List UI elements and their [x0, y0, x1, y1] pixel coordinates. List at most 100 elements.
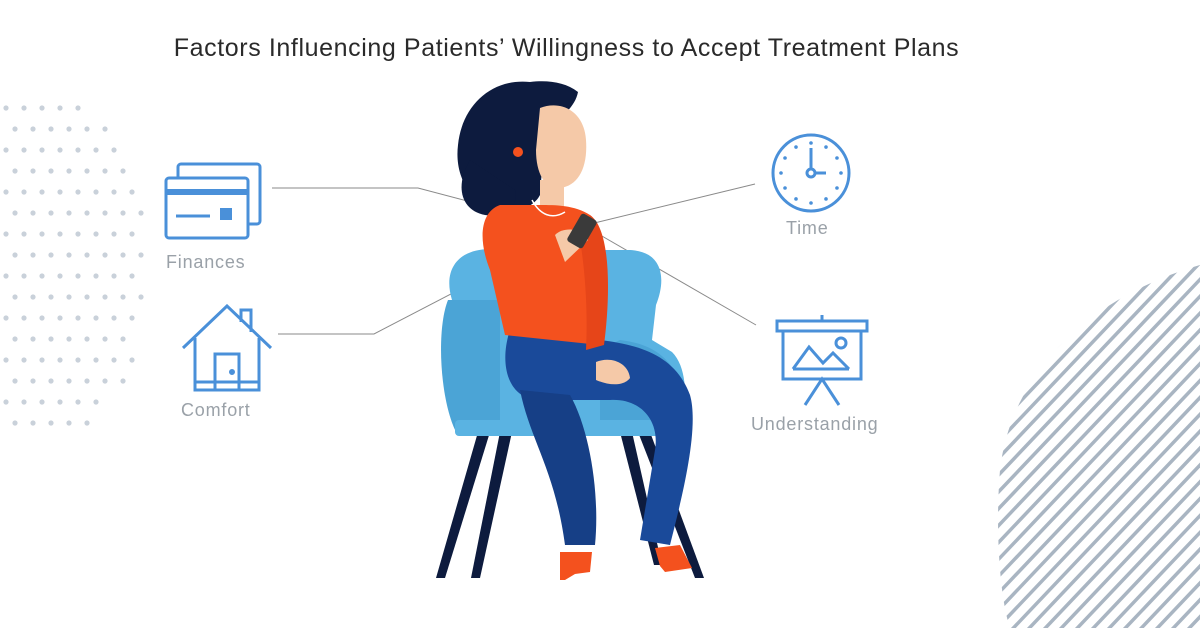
- pattern-dot: [75, 315, 81, 321]
- pattern-stripe: [998, 265, 1182, 628]
- pattern-dot: [102, 294, 108, 300]
- pattern-dot: [93, 189, 99, 195]
- leader-line-time: [581, 183, 756, 227]
- pattern-dot: [93, 357, 99, 363]
- page-title: Factors Influencing Patients’ Willingnes…: [173, 34, 960, 62]
- pattern-dot: [84, 378, 90, 384]
- pattern-dot: [75, 189, 81, 195]
- pattern-dot: [129, 189, 135, 195]
- pattern-stripe: [1000, 265, 1200, 628]
- pattern-dot: [84, 336, 90, 342]
- pattern-stripe: [998, 265, 1102, 628]
- pattern-dot: [120, 294, 126, 300]
- pattern-dot: [30, 420, 36, 426]
- pattern-stripe: [1048, 265, 1200, 628]
- pattern-dot: [3, 105, 9, 111]
- pattern-stripe: [998, 265, 1198, 628]
- pattern-dot: [30, 252, 36, 258]
- pattern-dot: [138, 210, 144, 216]
- pattern-dot: [48, 294, 54, 300]
- pattern-dot: [111, 231, 117, 237]
- pattern-stripe: [998, 265, 1200, 628]
- pattern-dot: [3, 147, 9, 153]
- label-comfort: Comfort: [181, 400, 251, 420]
- pattern-dot: [12, 294, 18, 300]
- pattern-dot: [30, 336, 36, 342]
- pattern-dot: [57, 273, 63, 279]
- pattern-dot: [12, 378, 18, 384]
- clock-tick: [779, 171, 783, 175]
- pattern-stripe: [998, 265, 1200, 628]
- dot-pattern: [3, 105, 144, 426]
- pattern-dot: [66, 294, 72, 300]
- pattern-dot: [12, 420, 18, 426]
- pattern-dot: [39, 315, 45, 321]
- clock-tick: [783, 156, 787, 160]
- pattern-dot: [3, 399, 9, 405]
- clock-tick: [809, 201, 813, 205]
- pattern-dot: [3, 189, 9, 195]
- clock-tick: [839, 171, 843, 175]
- pattern-dot: [75, 399, 81, 405]
- pattern-dot: [57, 231, 63, 237]
- pattern-dot: [93, 231, 99, 237]
- pattern-dot: [102, 210, 108, 216]
- pattern-dot: [111, 147, 117, 153]
- pattern-dot: [93, 399, 99, 405]
- clock-tick: [794, 145, 798, 149]
- pattern-dot: [66, 252, 72, 258]
- pattern-dot: [21, 273, 27, 279]
- pattern-dot: [111, 357, 117, 363]
- pattern-stripe: [998, 265, 1200, 628]
- label-understanding: Understanding: [751, 414, 879, 434]
- clock-tick: [783, 186, 787, 190]
- clock-tick: [809, 141, 813, 145]
- clock-tick: [824, 145, 828, 149]
- pattern-dot: [21, 147, 27, 153]
- pattern-stripe: [1032, 265, 1200, 628]
- pattern-dot: [48, 252, 54, 258]
- leader-line-understanding: [587, 227, 757, 326]
- pattern-dot: [138, 252, 144, 258]
- pattern-dot: [84, 252, 90, 258]
- pattern-dot: [129, 357, 135, 363]
- pattern-dot: [102, 336, 108, 342]
- pattern-stripe: [1112, 265, 1200, 628]
- pattern-dot: [84, 126, 90, 132]
- pattern-dot: [129, 273, 135, 279]
- pattern-dot: [48, 210, 54, 216]
- presentation-board-icon: [775, 315, 869, 406]
- pattern-dot: [66, 210, 72, 216]
- pattern-stripe: [998, 265, 1134, 628]
- pattern-dot: [57, 357, 63, 363]
- pattern-dot: [12, 126, 18, 132]
- pattern-dot: [12, 210, 18, 216]
- pattern-dot: [84, 294, 90, 300]
- pattern-dot: [120, 336, 126, 342]
- pattern-dot: [120, 168, 126, 174]
- pattern-dot: [93, 315, 99, 321]
- pattern-dot: [21, 189, 27, 195]
- pattern-dot: [75, 231, 81, 237]
- pattern-dot: [84, 210, 90, 216]
- pattern-dot: [57, 399, 63, 405]
- pattern-dot: [30, 294, 36, 300]
- label-time: Time: [786, 218, 829, 238]
- pattern-dot: [66, 126, 72, 132]
- pattern-dot: [102, 126, 108, 132]
- stripe-pattern: [998, 265, 1200, 628]
- pattern-dot: [75, 357, 81, 363]
- pattern-dot: [30, 168, 36, 174]
- pattern-dot: [102, 378, 108, 384]
- pattern-dot: [39, 273, 45, 279]
- pattern-dot: [30, 378, 36, 384]
- label-finances: Finances: [166, 252, 246, 272]
- pattern-dot: [48, 168, 54, 174]
- credit-card-icon: [164, 162, 262, 240]
- pattern-dot: [120, 252, 126, 258]
- pattern-dot: [3, 273, 9, 279]
- pattern-stripe: [1016, 265, 1200, 628]
- pattern-dot: [120, 378, 126, 384]
- pattern-dot: [66, 378, 72, 384]
